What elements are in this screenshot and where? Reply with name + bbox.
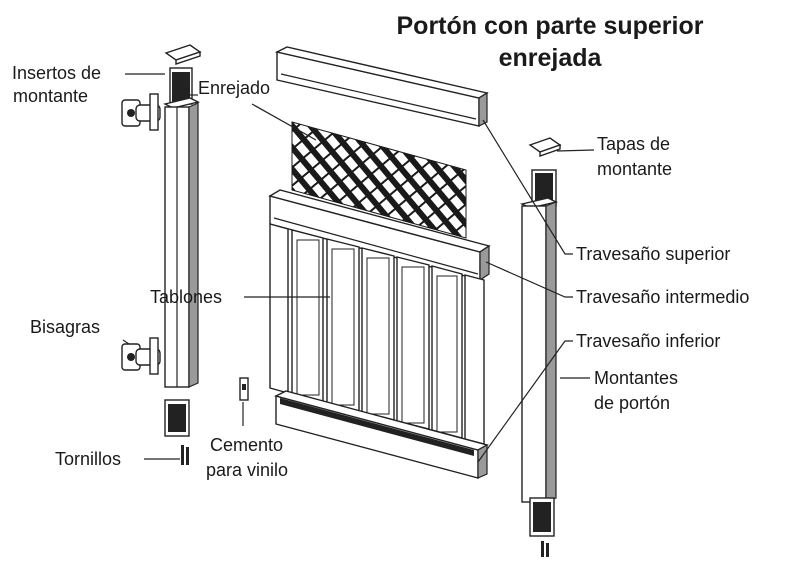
upper-hinge bbox=[121, 93, 161, 131]
leader-lines bbox=[122, 73, 595, 463]
right-gate-post bbox=[519, 137, 562, 503]
vinyl-cement-tube bbox=[239, 377, 249, 401]
left-screws bbox=[181, 445, 189, 465]
label-insertos-line2: montante bbox=[13, 86, 88, 106]
label-cemento-line2: para vinilo bbox=[206, 460, 288, 480]
pickets bbox=[269, 223, 485, 445]
label-tablones: Tablones bbox=[150, 287, 222, 307]
bottom-rail bbox=[274, 390, 489, 479]
label-insertos-line1: Insertos de bbox=[12, 63, 101, 83]
label-cemento-line1: Cemento bbox=[210, 435, 283, 455]
right-post-insert bbox=[529, 497, 555, 537]
label-travesano-intermedio: Travesaño intermedio bbox=[576, 287, 749, 307]
left-gate-post bbox=[162, 44, 202, 388]
label-tapas-line1: Tapas de bbox=[597, 134, 670, 154]
left-post-insert bbox=[164, 399, 190, 437]
label-travesano-inferior: Travesaño inferior bbox=[576, 331, 720, 351]
label-bisagras: Bisagras bbox=[30, 317, 100, 337]
label-tornillos: Tornillos bbox=[55, 449, 121, 469]
label-travesano-superior: Travesaño superior bbox=[576, 244, 730, 264]
label-montantes-line1: Montantes bbox=[594, 368, 678, 388]
label-montantes-line2: de portón bbox=[594, 393, 670, 413]
top-rail bbox=[274, 46, 489, 127]
title-line-1: Portón con parte superior bbox=[397, 12, 704, 40]
lower-hinge bbox=[121, 337, 161, 375]
label-enrejado: Enrejado bbox=[198, 78, 270, 98]
title-line-2: enrejada bbox=[499, 44, 603, 72]
label-tapas-line2: montante bbox=[597, 159, 672, 179]
lattice-panel bbox=[291, 121, 467, 239]
right-screws bbox=[541, 541, 549, 557]
